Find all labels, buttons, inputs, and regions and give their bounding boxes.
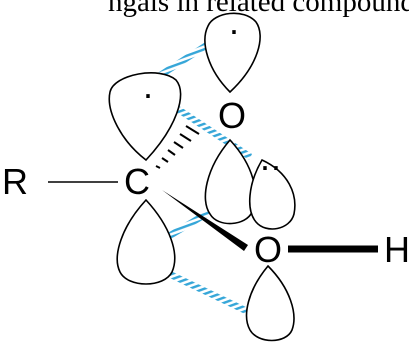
dot-carbon-lobe: · [142,73,154,114]
solid-wedge-bond [162,190,248,251]
atom-oxygen-top: O [218,95,246,136]
lobe-carbon-up [108,72,182,162]
dot-top-lobe: · [228,9,240,50]
electron-dots: · · · · [142,9,282,186]
lobe-oxygen-side [248,158,296,230]
hashed-wedge-bond [155,125,200,169]
orbital-lobes [108,12,296,342]
atom-carbon: C [124,161,150,202]
lobe-carbon-down [116,198,176,285]
dot-side-lobe-2: · [270,145,282,186]
lobe-top-oxygen-down [204,138,257,225]
dot-side-lobe-1: · [259,145,271,186]
interaction-band-4 [149,262,248,314]
caption-text: ngals in related compounds. [108,0,409,18]
lobe-top-oxygen-up [204,12,261,94]
atom-hydrogen: H [384,229,409,270]
atom-r: R [2,161,28,202]
atom-oxygen-bottom: O [254,229,282,270]
lobe-bottom-oxygen-down [245,264,295,342]
